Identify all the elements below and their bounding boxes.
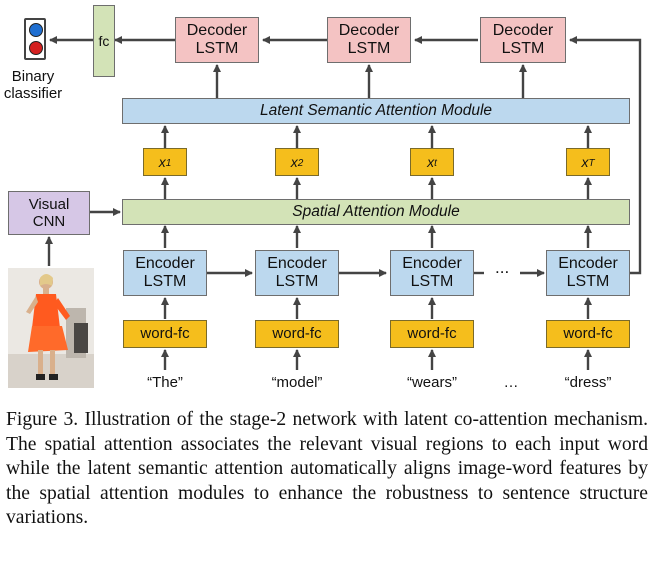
word-fc-T: word-fc bbox=[546, 320, 630, 348]
decoder-label-line1: Decoder bbox=[186, 21, 248, 39]
model-image bbox=[8, 268, 94, 388]
decoder-label-line1: Decoder bbox=[492, 21, 554, 39]
input-word-T: “dress” bbox=[564, 374, 612, 391]
word-ellipsis: … bbox=[503, 374, 519, 391]
encoder-ellipsis: ... bbox=[495, 258, 510, 277]
spatial-attention-module: Spatial Attention Module bbox=[122, 199, 630, 225]
latent-module-label: Latent Semantic Attention Module bbox=[259, 102, 493, 120]
input-word-2: “model” bbox=[271, 374, 323, 391]
input-word-3: “wears” bbox=[406, 374, 457, 391]
word-fc-2: word-fc bbox=[255, 320, 339, 348]
decoder-label-line2: LSTM bbox=[347, 40, 391, 57]
latent-semantic-attention-module: Latent Semantic Attention Module bbox=[122, 98, 630, 124]
spatial-module-label: Spatial Attention Module bbox=[292, 203, 460, 221]
binary-classifier-icon bbox=[24, 18, 46, 60]
classifier-red-dot bbox=[29, 41, 43, 55]
arrow-lines bbox=[45, 36, 642, 370]
fc-layer: fc bbox=[93, 5, 115, 77]
decoder-label-line2: LSTM bbox=[501, 40, 545, 57]
word-fc-3: word-fc bbox=[390, 320, 474, 348]
connection-arrows bbox=[45, 36, 642, 370]
word-fc-1: word-fc bbox=[123, 320, 207, 348]
figure-caption: Figure 3. Illustration of the stage-2 ne… bbox=[6, 409, 648, 528]
fc-label: fc bbox=[98, 32, 110, 49]
decoder-label-line1: Decoder bbox=[338, 21, 400, 39]
decoder-label-line2: LSTM bbox=[195, 40, 239, 57]
input-word-1: “The” bbox=[147, 374, 183, 391]
classifier-blue-dot bbox=[29, 23, 43, 37]
binary-classifier-label: Binary classifier bbox=[3, 68, 63, 103]
model-figure-illustration bbox=[8, 268, 94, 388]
